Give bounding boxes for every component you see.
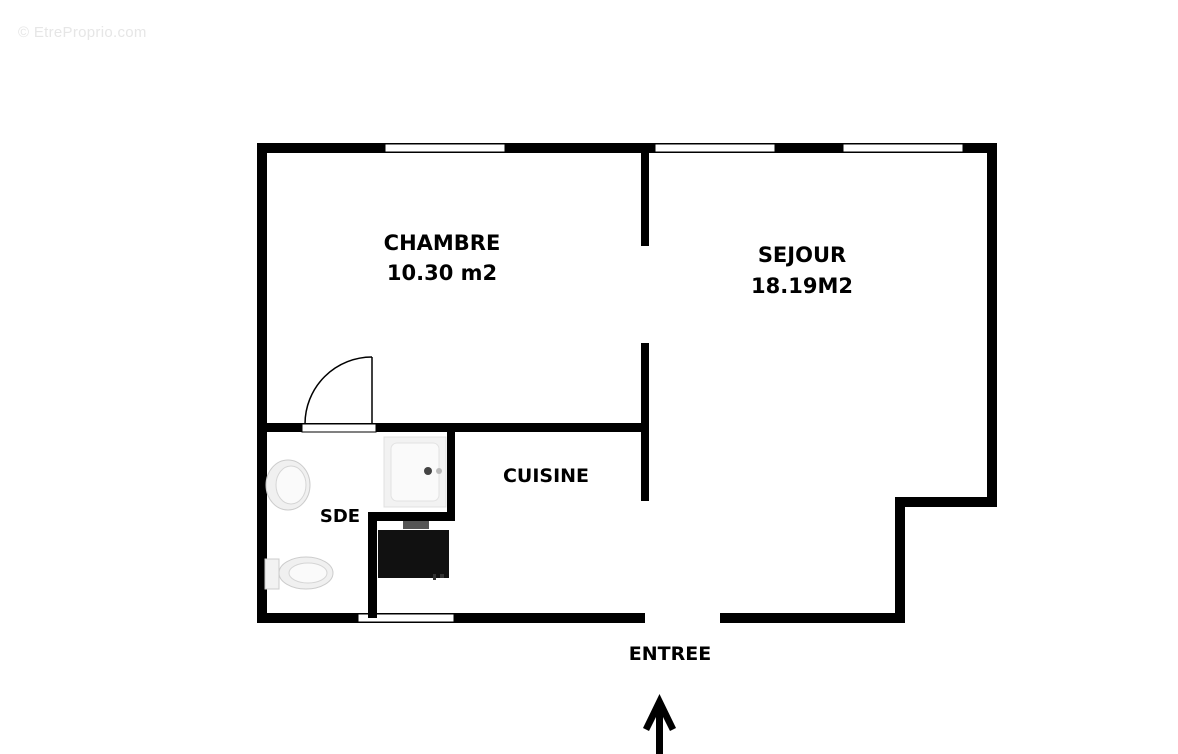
arrow-up-icon [643,694,676,754]
room-name: SDE [319,506,361,527]
door-swing [304,356,373,425]
room-chambre: CHAMBRE 10.30 m2 [362,228,522,288]
walls [257,143,997,623]
stove-icon [378,521,449,580]
room-name: CUISINE [502,465,590,487]
entrance-label: ENTREE [628,643,712,665]
room-name: SEJOUR [757,243,847,267]
room-area: 10.30 m2 [386,261,498,285]
toilet-icon [264,556,334,590]
shower-tray-icon [383,436,447,508]
room-area: 18.19M2 [751,274,853,298]
sink-icon [265,459,311,511]
room-sejour: SEJOUR 18.19M2 [722,240,882,302]
room-sde: SDE [312,506,368,527]
room-cuisine: CUISINE [486,465,606,487]
watermark: © EtreProprio.com [18,24,147,41]
room-name: CHAMBRE [383,231,501,255]
